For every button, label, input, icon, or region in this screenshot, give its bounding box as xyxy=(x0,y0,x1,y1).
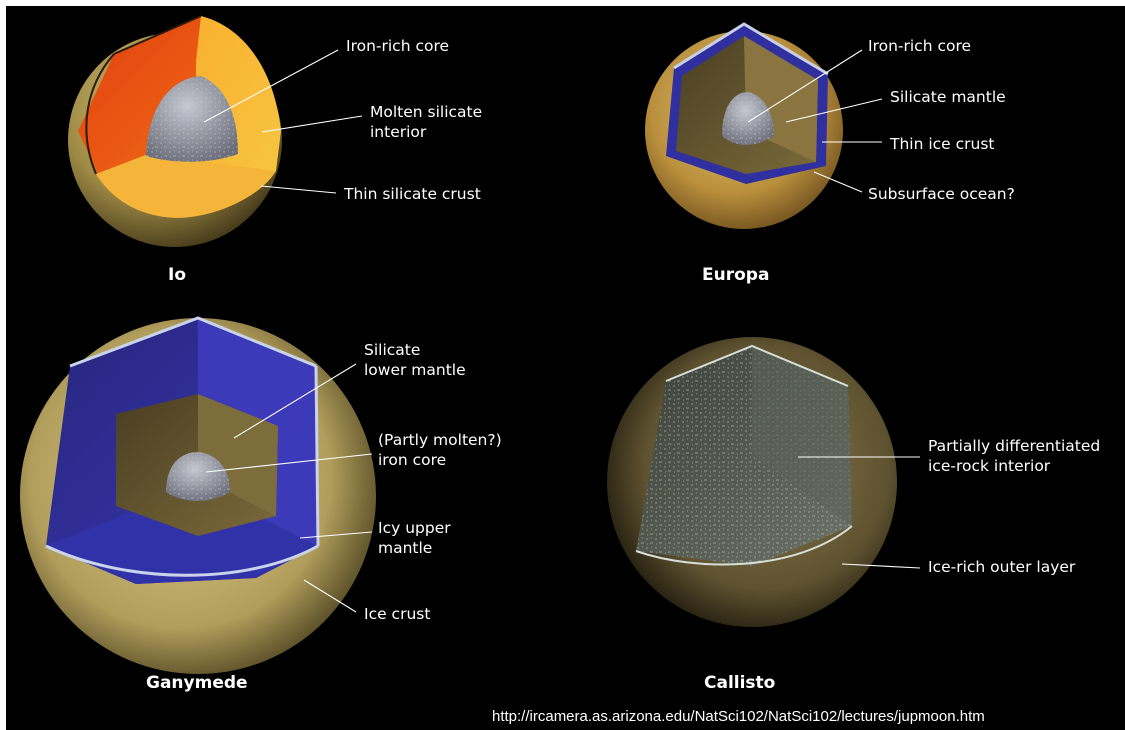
ganymede-label-iron-core: iron core xyxy=(378,450,446,470)
ganymede-label-lower-mantle: lower mantle xyxy=(364,360,466,380)
callisto-cutaway xyxy=(607,337,897,627)
source-url: http://ircamera.as.arizona.edu/NatSci102… xyxy=(492,708,985,725)
io-name: Io xyxy=(168,265,186,285)
ganymede-label-partly-molten: (Partly molten?) xyxy=(378,430,502,450)
ganymede-name: Ganymede xyxy=(146,673,248,693)
ganymede-cutaway xyxy=(20,318,376,674)
europa-label-iron-rich-core: Iron-rich core xyxy=(868,36,971,56)
io-label-molten-silicate: Molten silicate xyxy=(370,102,482,122)
ganymede-label-icy-upper: Icy upper xyxy=(378,518,451,538)
moon-illustrations xyxy=(6,6,1125,730)
callisto-name: Callisto xyxy=(704,673,775,693)
callisto-label-ice-rich-outer-layer: Ice-rich outer layer xyxy=(928,557,1075,577)
io-cutaway xyxy=(68,16,282,247)
ganymede-label-mantle: mantle xyxy=(378,538,432,558)
ganymede-label-ice-crust: Ice crust xyxy=(364,604,430,624)
europa-label-subsurface-ocean: Subsurface ocean? xyxy=(868,184,1015,204)
diagram-panel: Iron-rich core Molten silicate interior … xyxy=(6,6,1125,730)
callisto-label-ice-rock-interior: ice-rock interior xyxy=(928,456,1050,476)
callisto-label-partially-differentiated: Partially differentiated xyxy=(928,436,1100,456)
io-label-interior: interior xyxy=(370,122,426,142)
europa-name: Europa xyxy=(702,265,769,285)
io-label-thin-silicate-crust: Thin silicate crust xyxy=(344,184,481,204)
io-label-iron-rich-core: Iron-rich core xyxy=(346,36,449,56)
europa-cutaway xyxy=(645,24,843,229)
europa-label-silicate-mantle: Silicate mantle xyxy=(890,87,1006,107)
europa-label-thin-ice-crust: Thin ice crust xyxy=(890,134,995,154)
ganymede-label-silicate: Silicate xyxy=(364,340,420,360)
